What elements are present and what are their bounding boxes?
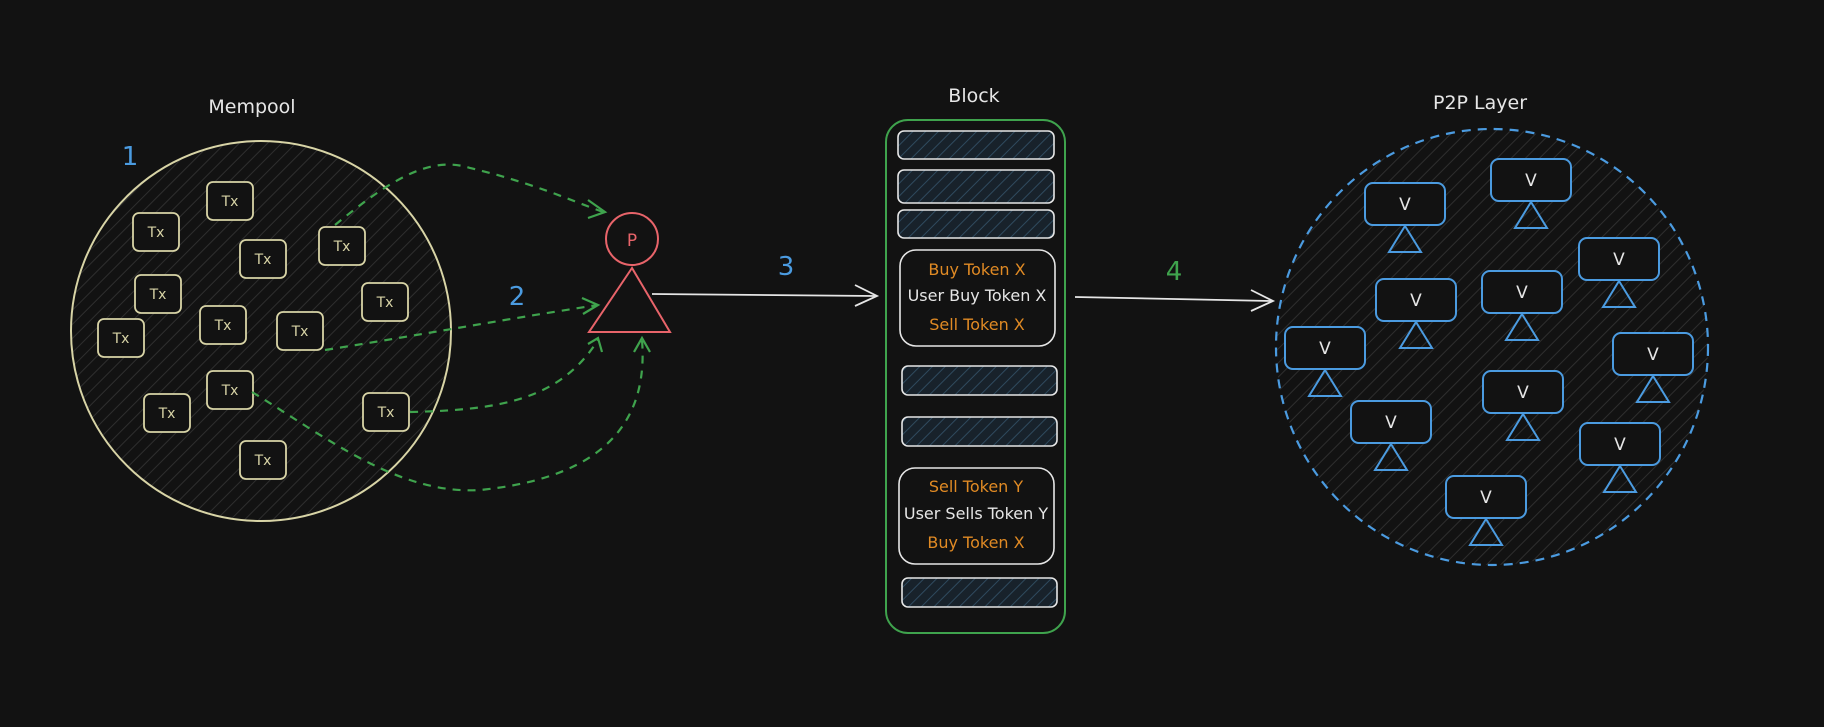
svg-text:Tx: Tx bbox=[377, 405, 395, 421]
arrow-tx-to-proposer-mid bbox=[324, 303, 599, 352]
svg-text:V: V bbox=[1647, 345, 1659, 365]
tx-box: Tx bbox=[206, 181, 254, 221]
svg-text:Tx: Tx bbox=[221, 194, 239, 210]
block-container bbox=[885, 119, 1066, 634]
svg-text:V: V bbox=[1319, 339, 1331, 359]
svg-text:V: V bbox=[1399, 195, 1411, 215]
tx-slot bbox=[901, 577, 1058, 608]
step-2-label: 2 bbox=[509, 282, 526, 312]
arrow-tx-to-proposer-top bbox=[334, 163, 604, 226]
validator-node: V bbox=[1481, 270, 1563, 341]
svg-text:Tx: Tx bbox=[254, 252, 272, 268]
tx-box: Tx bbox=[97, 318, 145, 358]
svg-text:V: V bbox=[1614, 435, 1626, 455]
validator-node: V bbox=[1612, 332, 1694, 403]
svg-text:Tx: Tx bbox=[254, 453, 272, 469]
svg-text:V: V bbox=[1525, 171, 1537, 191]
svg-text:Tx: Tx bbox=[214, 318, 232, 334]
sandwich-bundle-1: Buy Token X User Buy Token X Sell Token … bbox=[899, 249, 1056, 347]
tx-box: Tx bbox=[318, 226, 366, 266]
tx-box: Tx bbox=[143, 393, 191, 433]
p2p-group: P2P Layer V V V V V V V V V V V bbox=[1274, 92, 1710, 567]
validator-node: V bbox=[1490, 158, 1572, 229]
mempool-title: Mempool bbox=[208, 96, 295, 118]
svg-text:Tx: Tx bbox=[333, 239, 351, 255]
tx-slot bbox=[901, 416, 1058, 447]
proposer-label: P bbox=[627, 231, 637, 251]
tx-slot bbox=[897, 130, 1055, 160]
svg-text:Tx: Tx bbox=[158, 406, 176, 422]
sandwich-bundle-2: Sell Token Y User Sells Token Y Buy Toke… bbox=[898, 467, 1055, 565]
validator-node: V bbox=[1579, 422, 1661, 493]
validator-node: V bbox=[1284, 326, 1366, 397]
arrowheads-green bbox=[581, 199, 651, 353]
tx-box: Tx bbox=[361, 282, 409, 322]
tx-box: Tx bbox=[362, 392, 410, 432]
svg-text:V: V bbox=[1613, 250, 1625, 270]
tx-box: Tx bbox=[132, 212, 180, 252]
svg-text:Tx: Tx bbox=[149, 287, 167, 303]
tx-box: Tx bbox=[199, 305, 247, 345]
step-4-label: 4 bbox=[1166, 257, 1183, 287]
proposer-icon: P bbox=[587, 212, 672, 333]
tx-slot bbox=[897, 169, 1055, 204]
tx-slot bbox=[897, 209, 1055, 239]
svg-text:Tx: Tx bbox=[376, 295, 394, 311]
user-tx: User Sells Token Y bbox=[904, 504, 1048, 523]
block-group: Block Buy Token X User Buy Token X Sell … bbox=[885, 85, 1066, 634]
step-3-label: 3 bbox=[778, 252, 795, 282]
svg-text:Tx: Tx bbox=[221, 383, 239, 399]
frontrun-tx: Sell Token Y bbox=[929, 477, 1024, 496]
p2p-title: P2P Layer bbox=[1433, 92, 1527, 114]
arrow-proposer-to-block bbox=[651, 284, 880, 307]
validator-node: V bbox=[1375, 278, 1457, 349]
svg-text:Tx: Tx bbox=[291, 324, 309, 340]
svg-text:V: V bbox=[1517, 383, 1529, 403]
tx-box: Tx bbox=[134, 274, 182, 314]
validator-node: V bbox=[1350, 400, 1432, 471]
validator-node: V bbox=[1482, 370, 1564, 441]
validator-node: V bbox=[1364, 182, 1446, 253]
validator-node: V bbox=[1445, 475, 1527, 546]
svg-text:Tx: Tx bbox=[112, 331, 130, 347]
tx-slot bbox=[901, 365, 1058, 396]
user-tx: User Buy Token X bbox=[908, 286, 1047, 305]
arrow-tx-to-proposer-bottom bbox=[251, 339, 644, 492]
block-title: Block bbox=[948, 85, 999, 107]
arrow-block-to-p2p bbox=[1074, 289, 1276, 312]
tx-box: Tx bbox=[239, 440, 287, 480]
svg-text:Tx: Tx bbox=[147, 225, 165, 241]
tx-box: Tx bbox=[206, 370, 254, 410]
validator-node: V bbox=[1578, 237, 1660, 308]
svg-text:V: V bbox=[1385, 413, 1397, 433]
step-1-label: 1 bbox=[122, 142, 139, 172]
svg-text:V: V bbox=[1410, 291, 1422, 311]
tx-box: Tx bbox=[276, 311, 324, 351]
svg-text:V: V bbox=[1516, 283, 1528, 303]
tx-box: Tx bbox=[239, 239, 287, 279]
arrow-tx-to-proposer-low bbox=[409, 339, 599, 414]
mempool-to-proposer-arrows bbox=[251, 163, 644, 492]
validator-list: V V V V V V V V V V V bbox=[1284, 158, 1694, 546]
svg-text:V: V bbox=[1480, 488, 1492, 508]
frontrun-tx: Buy Token X bbox=[928, 260, 1025, 279]
backrun-tx: Buy Token X bbox=[927, 533, 1024, 552]
backrun-tx: Sell Token X bbox=[929, 315, 1025, 334]
